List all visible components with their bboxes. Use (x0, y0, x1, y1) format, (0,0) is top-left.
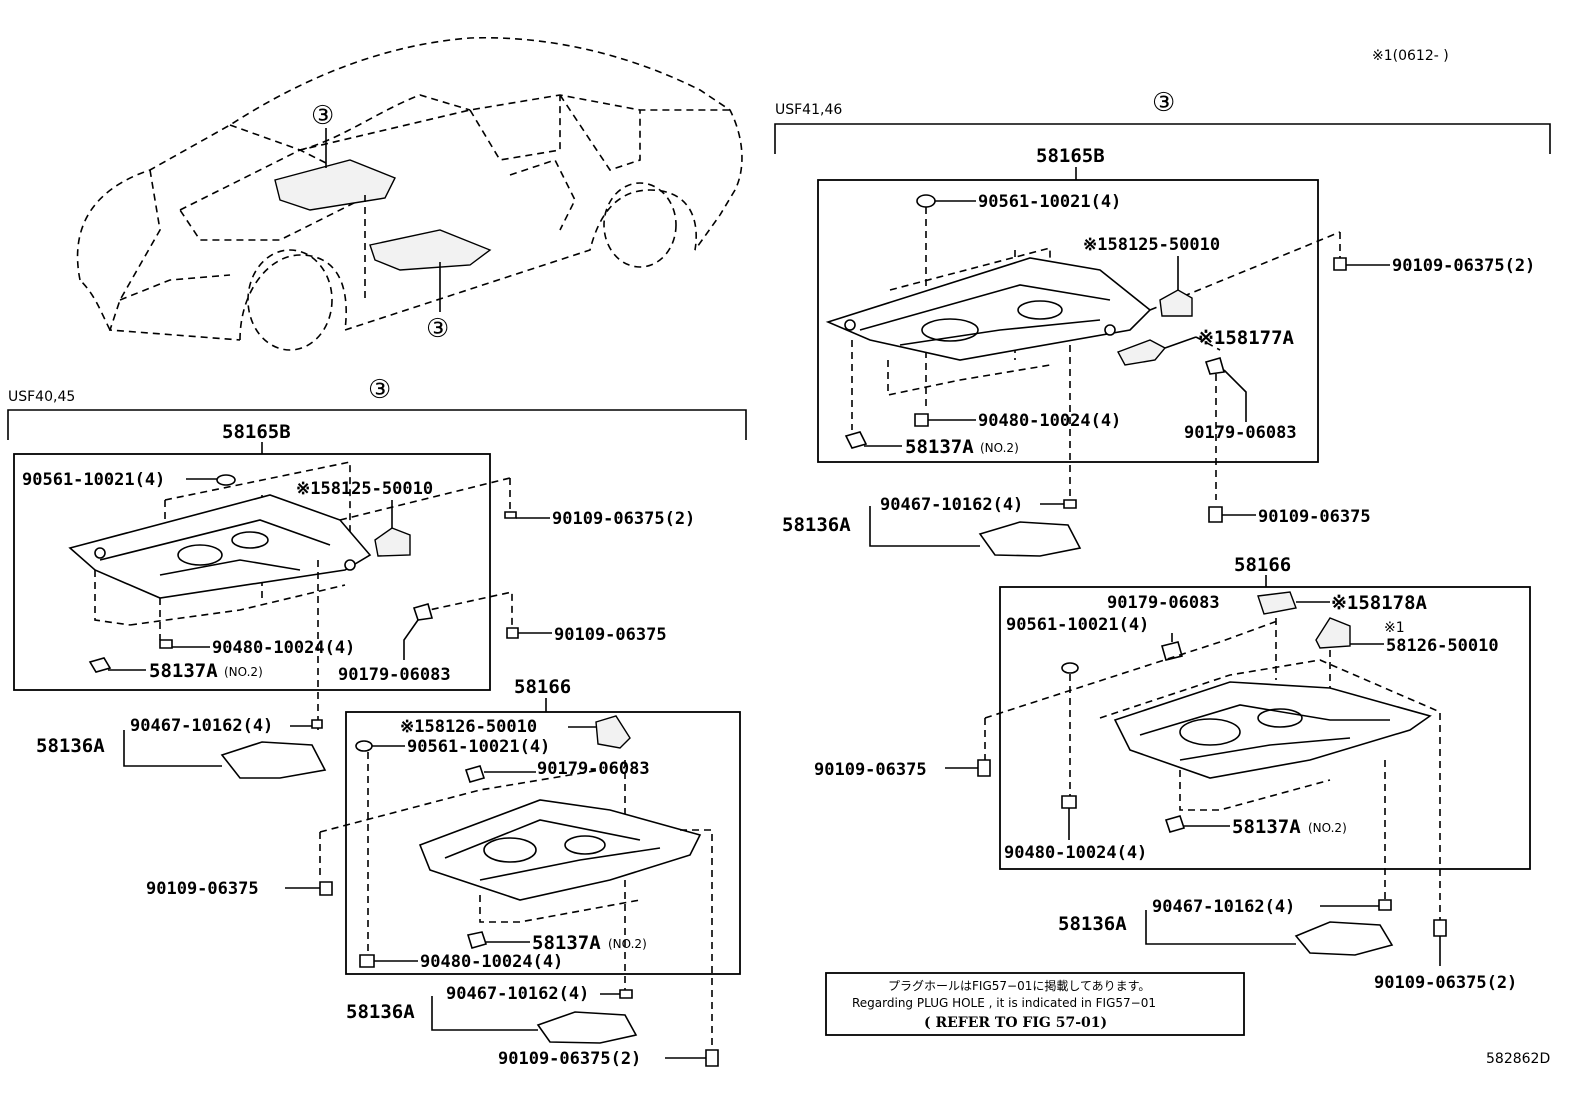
right-label-58177A: ※158177A (1198, 327, 1295, 349)
left-rear-label-58136A: 58136A (346, 1001, 415, 1023)
right-rear-label-58137A: 58137A (1232, 816, 1301, 838)
right-label-90480: 90480-10024(4) (978, 411, 1121, 431)
right-rear-label-90109: 90109-06375 (814, 760, 927, 780)
left-label-90480: 90480-10024(4) (212, 638, 355, 658)
note-refer-link[interactable]: ( REFER TO FIG 57-01) (924, 1015, 1107, 1031)
left-rear-label-58126: ※158126-50010 (400, 717, 537, 737)
right-label-90467: 90467-10162(4) (880, 495, 1023, 515)
right-label-58136A: 58136A (782, 514, 851, 536)
left-rear-label-90467: 90467-10162(4) (446, 984, 589, 1004)
left-front-under-cover (68, 461, 372, 730)
left-rear-label-90109-2: 90109-06375(2) (498, 1049, 641, 1069)
right-rear-label-58126: 58126-50010 (1386, 636, 1499, 656)
right-variant-label: USF41,46 (775, 102, 842, 118)
note-line-jp: プラグホールはFIG57−01に掲載してあります。 (888, 978, 1150, 993)
right-label-90179: 90179-06083 (1184, 423, 1297, 443)
left-cover-label: 58165B (222, 421, 291, 443)
left-rear-label-90179: 90179-06083 (537, 759, 650, 779)
left-rear-label-58137A-sub: (NO.2) (608, 937, 647, 951)
right-rear-mark-1: ※1 (1384, 620, 1405, 636)
right-group-circle: ③ (1152, 88, 1175, 118)
left-rear-under-cover (319, 752, 713, 1050)
left-label-90109-2: 90109-06375(2) (552, 509, 695, 529)
right-label-58137A-sub: (NO.2) (980, 441, 1019, 455)
left-rear-label-58137A: 58137A (532, 932, 601, 954)
left-label-58136A: 58136A (36, 735, 105, 757)
right-label-90109-single: 90109-06375 (1258, 507, 1371, 527)
effective-date-note: ※1(0612- ) (1372, 48, 1449, 64)
left-group-bracket (7, 409, 747, 440)
right-rear-label-58137A-sub: (NO.2) (1308, 821, 1347, 835)
right-rear-under-cover (984, 618, 1441, 920)
right-cover-label: 58165B (1036, 145, 1105, 167)
right-label-90561: 90561-10021(4) (978, 192, 1121, 212)
left-rear-cover-label: 58166 (514, 676, 571, 698)
left-label-58125: ※158125-50010 (296, 479, 433, 499)
left-variant-label: USF40,45 (8, 389, 75, 405)
car-illustration (76, 36, 743, 351)
right-rear-label-58178A: ※158178A (1331, 592, 1428, 614)
right-front-under-cover (825, 207, 1341, 500)
left-rear-label-90480: 90480-10024(4) (420, 952, 563, 972)
left-rear-box (345, 711, 741, 975)
left-front-box (13, 453, 491, 691)
left-group-circle: ③ (368, 375, 391, 405)
right-front-box (817, 179, 1319, 463)
note-line-en: Regarding PLUG HOLE , it is indicated in… (852, 996, 1156, 1010)
right-rear-label-58136A: 58136A (1058, 913, 1127, 935)
right-rear-box (999, 586, 1531, 870)
left-clip-90561 (216, 474, 236, 486)
right-label-58125: ※158125-50010 (1083, 235, 1220, 255)
plug-hole-note-box (825, 972, 1245, 1036)
car-ref-circle-lower: ③ (426, 314, 449, 344)
left-rear-label-90561: 90561-10021(4) (407, 737, 550, 757)
drawing-id: 582862D (1486, 1051, 1550, 1067)
car-ref-circle-upper: ③ (311, 101, 334, 131)
right-rear-label-90467: 90467-10162(4) (1152, 897, 1295, 917)
left-label-58137A-sub: (NO.2) (224, 665, 263, 679)
left-label-58137A: 58137A (149, 660, 218, 682)
right-rear-label-90109-2: 90109-06375(2) (1374, 973, 1517, 993)
left-label-90109-single: 90109-06375 (554, 625, 667, 645)
right-rear-label-90561: 90561-10021(4) (1006, 615, 1149, 635)
right-rear-label-90480: 90480-10024(4) (1004, 843, 1147, 863)
right-label-90109-2: 90109-06375(2) (1392, 256, 1535, 276)
right-rear-label-90179: 90179-06083 (1107, 593, 1220, 613)
left-label-90179: 90179-06083 (338, 665, 451, 685)
left-label-90467: 90467-10162(4) (130, 716, 273, 736)
left-rear-label-90109: 90109-06375 (146, 879, 259, 899)
right-label-58137A: 58137A (905, 436, 974, 458)
left-label-90561: 90561-10021(4) (22, 470, 165, 490)
right-group-bracket (774, 123, 1551, 154)
right-rear-cover-label: 58166 (1234, 554, 1291, 576)
